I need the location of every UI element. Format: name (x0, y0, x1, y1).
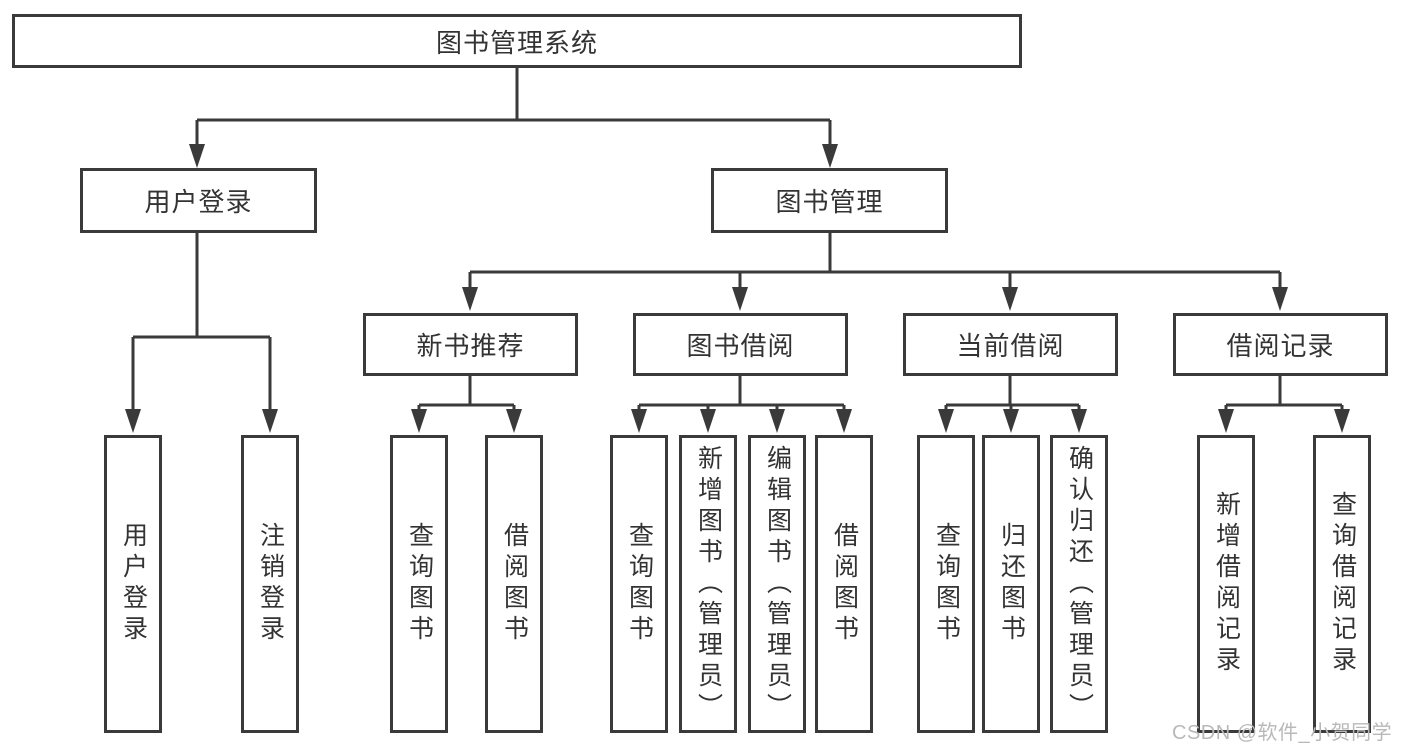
node-book-mgmt-label: 图书管理 (775, 187, 884, 217)
connector-current-borrow-to-leaves (938, 376, 1087, 433)
connector-user-login-to-leaves (125, 233, 278, 433)
node-new-book-rec: 新书推荐 (363, 313, 578, 376)
leaf-query-book-rec-label: 查询图书 (405, 522, 434, 646)
node-user-login-label: 用户登录 (144, 187, 253, 217)
leaf-query-book-current-label: 查询图书 (932, 522, 961, 646)
leaf-return-book-label: 归还图书 (997, 522, 1026, 646)
leaf-add-borrow-record: 新增借阅记录 (1197, 435, 1255, 733)
leaf-borrow-book-rec-label: 借阅图书 (500, 522, 529, 646)
csdn-watermark: CSDN @软件_小贺同学 (1172, 722, 1393, 744)
leaf-add-borrow-record-label: 新增借阅记录 (1212, 491, 1241, 677)
node-root-label: 图书管理系统 (435, 27, 598, 58)
leaf-query-book-rec: 查询图书 (390, 435, 448, 733)
leaf-borrow-book-label: 借阅图书 (830, 522, 859, 646)
leaf-edit-book-admin: 编辑图书（管理员） (748, 435, 806, 733)
node-borrow-record: 借阅记录 (1173, 313, 1388, 376)
leaf-borrow-book: 借阅图书 (815, 435, 873, 733)
leaf-user-login: 用户登录 (104, 435, 162, 733)
node-borrow-record-label: 借阅记录 (1226, 331, 1335, 361)
leaf-query-book-borrow-label: 查询图书 (625, 522, 654, 646)
leaf-logout-label: 注销登录 (256, 522, 285, 646)
node-book-borrow: 图书借阅 (633, 313, 848, 376)
connector-book-borrow-to-leaves (631, 376, 852, 433)
leaf-return-book: 归还图书 (982, 435, 1040, 733)
leaf-logout: 注销登录 (241, 435, 299, 733)
leaf-borrow-book-rec: 借阅图书 (485, 435, 543, 733)
leaf-confirm-return-admin: 确认归还（管理员） (1050, 435, 1108, 733)
leaf-edit-book-admin-label: 编辑图书（管理员） (763, 444, 792, 724)
leaf-user-login-label: 用户登录 (119, 522, 148, 646)
leaf-add-book-admin-label: 新增图书（管理员） (694, 444, 723, 724)
node-root: 图书管理系统 (12, 14, 1022, 68)
leaf-query-borrow-record: 查询借阅记录 (1313, 435, 1371, 733)
node-user-login: 用户登录 (80, 168, 317, 233)
node-book-borrow-label: 图书借阅 (686, 331, 795, 361)
connector-book-mgmt-to-level3 (462, 233, 1288, 311)
connector-root-to-level2 (189, 68, 838, 168)
node-current-borrow-label: 当前借阅 (956, 331, 1065, 361)
leaf-query-book-current: 查询图书 (917, 435, 975, 733)
leaf-query-book-borrow: 查询图书 (610, 435, 668, 733)
connector-new-book-rec-to-leaves (411, 376, 522, 433)
leaf-query-borrow-record-label: 查询借阅记录 (1328, 491, 1357, 677)
leaf-confirm-return-admin-label: 确认归还（管理员） (1065, 444, 1094, 724)
node-current-borrow: 当前借阅 (903, 313, 1118, 376)
node-new-book-rec-label: 新书推荐 (416, 331, 525, 361)
connector-borrow-record-to-leaves (1218, 376, 1350, 433)
leaf-add-book-admin: 新增图书（管理员） (679, 435, 737, 733)
node-book-mgmt: 图书管理 (711, 168, 948, 233)
